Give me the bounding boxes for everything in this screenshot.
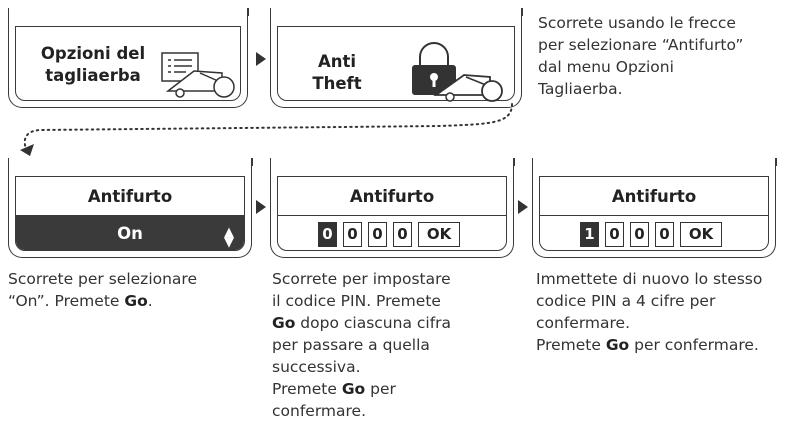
on-value: On [117, 224, 143, 243]
instruction-top-line2: per selezionare “Antifurto” [538, 36, 744, 54]
pin-digit-4[interactable]: 0 [393, 222, 412, 247]
step2-line1: Scorrete per impostare [272, 270, 451, 288]
antifurto-title-row: Antifurto [16, 177, 244, 216]
confirm-digits: 1 0 0 0 OK [580, 222, 722, 247]
pin-digit-2[interactable]: 0 [343, 222, 362, 247]
step1-period: . [147, 292, 153, 310]
pin-title-row: Antifurto [278, 177, 506, 216]
step2-text: Premete [272, 380, 342, 398]
instruction-top: Scorrete usando le frecce per selezionar… [538, 12, 796, 100]
instruction-top-line1: Scorrete usando le frecce [538, 14, 736, 32]
pin-digit-3[interactable]: 0 [368, 222, 387, 247]
arrow-right-icon [518, 200, 528, 214]
pin-digit-1[interactable]: 0 [318, 222, 337, 247]
anti-theft-screen: Anti Theft [269, 8, 523, 108]
antifurto-on-screen: Antifurto On ▲ ▼ [7, 158, 253, 258]
pin-entry-display: Antifurto 0 0 0 0 OK [277, 176, 507, 251]
step1-text: “On”. Premete [8, 292, 125, 310]
confirm-ok-button[interactable]: OK [680, 222, 722, 247]
anti-theft-label-line1: Anti [317, 52, 357, 71]
step3-text: Premete [536, 336, 606, 354]
pin-confirm-screen: Antifurto 1 0 0 0 OK [531, 158, 777, 258]
mower-options-label-line2: tagliaerba [45, 66, 141, 85]
confirm-title-row: Antifurto [540, 177, 768, 216]
go-keyword: Go [341, 380, 366, 398]
padlock-mower-icon [412, 42, 503, 102]
step2-line4: per passare a quella [272, 336, 430, 354]
mower-options-display: Opzioni del tagliaerba [15, 26, 241, 101]
step2-line6: Premete Go per [272, 378, 522, 400]
dotted-connector-icon [20, 103, 513, 156]
step3-line3: confermare. [536, 314, 631, 332]
step3-line1: Immettete di nuovo lo stesso [536, 270, 763, 288]
confirm-digit-3[interactable]: 0 [630, 222, 649, 247]
instruction-top-line3: dal menu Opzioni [538, 58, 674, 76]
instruction-step2: Scorrete per impostare il codice PIN. Pr… [272, 268, 522, 422]
on-value-row[interactable]: On ▲ ▼ [16, 215, 244, 250]
step1-line1: Scorrete per selezionare [8, 270, 197, 288]
go-keyword: Go [605, 336, 630, 354]
confirm-digit-4[interactable]: 0 [655, 222, 674, 247]
pin-ok-button[interactable]: OK [418, 222, 460, 247]
confirm-digit-2[interactable]: 0 [605, 222, 624, 247]
mower-options-screen: Opzioni del tagliaerba [7, 8, 249, 108]
step3-line4: Premete Go per confermare. [536, 334, 796, 356]
up-down-icon: ▲ [224, 225, 234, 240]
confirm-title: Antifurto [611, 187, 697, 206]
down-chevron-icon: ▼ [224, 235, 234, 250]
arrow-right-icon [256, 200, 266, 214]
step1-line2: “On”. Premete Go. [8, 290, 258, 312]
step2-line3: Go dopo ciascuna cifra [272, 312, 522, 334]
anti-theft-display: Anti Theft [277, 26, 515, 102]
step2-line2: il codice PIN. Premete [272, 292, 441, 310]
confirm-digit-1[interactable]: 1 [580, 222, 599, 247]
anti-theft-label-line2: Theft [312, 74, 362, 93]
pin-title: Antifurto [349, 187, 435, 206]
go-keyword: Go [272, 314, 296, 332]
step3-text: per confermare. [629, 336, 759, 354]
step2-line5: successiva. [272, 358, 361, 376]
go-keyword: Go [124, 292, 148, 310]
pin-confirm-display: Antifurto 1 0 0 0 OK [539, 176, 769, 251]
antifurto-title: Antifurto [87, 187, 173, 206]
step2-text: per [365, 380, 396, 398]
antifurto-on-display: Antifurto On ▲ ▼ [15, 176, 245, 251]
step3-line2: codice PIN a 4 cifre per [536, 292, 716, 310]
mower-options-label-line1: Opzioni del [40, 44, 146, 63]
instruction-step1: Scorrete per selezionare “On”. Premete G… [8, 268, 258, 312]
arrow-right-icon [256, 52, 266, 66]
step2-text: dopo ciascuna cifra [295, 314, 452, 332]
instruction-top-line4: Tagliaerba. [538, 80, 623, 98]
instruction-step3: Immettete di nuovo lo stesso codice PIN … [536, 268, 796, 356]
pin-entry-screen: Antifurto 0 0 0 0 OK [269, 158, 515, 258]
pin-digits: 0 0 0 0 OK [318, 222, 460, 247]
step2-line7: confermare. [272, 402, 367, 420]
mower-options-icon [161, 52, 235, 98]
